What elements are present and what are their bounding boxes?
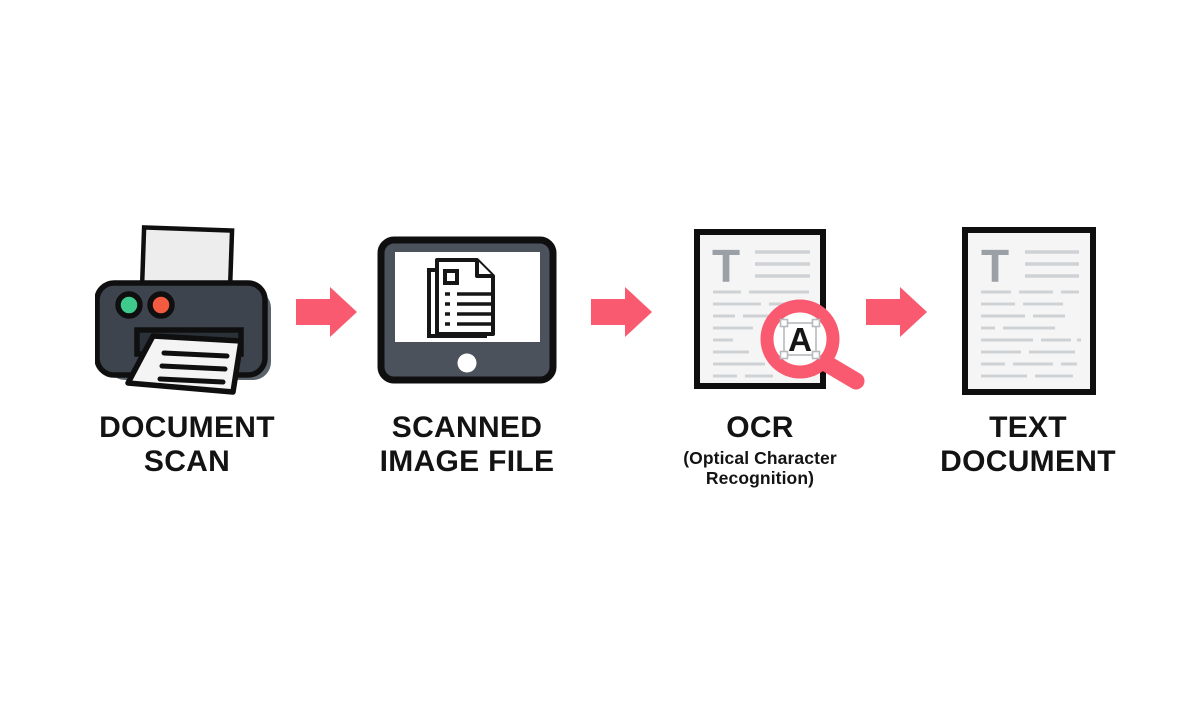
stage-label-ocr: OCR (Optical Character Recognition) <box>610 411 910 488</box>
stage-label-line: IMAGE FILE <box>379 445 555 478</box>
document-letter-glyph: T <box>712 240 740 292</box>
magnified-letter-glyph: A <box>788 321 812 358</box>
stage-label-document-scan: DOCUMENT SCAN <box>37 411 337 479</box>
stage-label-line: SCAN <box>143 445 231 478</box>
document-magnifier-icon: T A <box>694 229 865 390</box>
stage-label-line: SCANNED <box>391 411 543 444</box>
printer-red-button <box>147 291 175 319</box>
arrow-right-icon <box>591 287 652 337</box>
stage-label-text-document: TEXT DOCUMENT <box>878 411 1178 479</box>
character-selection-box <box>779 318 821 360</box>
stage-label-line: OCR <box>726 411 794 444</box>
printer-green-button <box>115 291 143 319</box>
arrow-right-icon <box>296 287 357 337</box>
printer-icon <box>95 225 271 395</box>
tablet-scanned-document-icon <box>377 236 557 384</box>
printer-paper-output <box>125 333 244 395</box>
stage-sub-label: (Optical Character Recognition) <box>683 448 837 488</box>
scanned-pages-glyph <box>427 258 495 338</box>
stage-label-line: TEXT <box>989 411 1067 444</box>
arrow-right-icon <box>866 287 927 337</box>
document-text-lines <box>981 290 1081 378</box>
tablet-home-button <box>457 353 477 373</box>
document-letter-glyph: T <box>981 240 1009 292</box>
stage-label-line: DOCUMENT <box>99 411 275 444</box>
text-document-icon: T <box>962 227 1096 395</box>
stage-label-line: DOCUMENT <box>940 445 1116 478</box>
stage-label-scanned-image-file: SCANNED IMAGE FILE <box>317 411 617 479</box>
document-text-lines <box>713 290 809 378</box>
